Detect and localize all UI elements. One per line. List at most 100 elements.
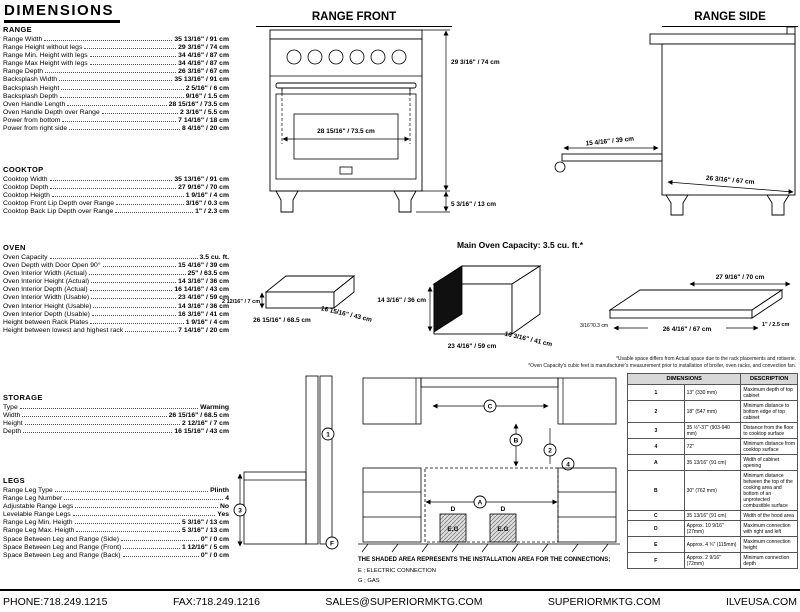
- table-cell-dimension: Approx. 10 9/16" (27mm): [683, 520, 742, 537]
- capacity-drawings: 2 12/16" / 7 cm 26 15/16" / 68.5 cm 16 1…: [222, 265, 791, 350]
- spec-label: Cooktop Heigth: [3, 192, 50, 200]
- spec-row: Range Height without legs 29 3/16" / 74 …: [3, 44, 229, 52]
- dotted-leader: [93, 306, 177, 308]
- spec-label: Oven Interior Height (Actual): [3, 278, 90, 286]
- side-leg-back: [766, 194, 790, 216]
- spec-value: 5 3/16" / 13 cm: [181, 519, 229, 527]
- dotted-leader: [62, 120, 177, 122]
- spec-label: Height: [3, 420, 23, 428]
- table-cell-ref: A: [627, 454, 685, 471]
- spec-label: Space Between Leg and Range (Side): [3, 535, 120, 543]
- table-cell-description: Minimum distance to bottom edge of top c…: [740, 400, 798, 423]
- spec-value: 16 15/16" / 43 cm: [174, 428, 229, 436]
- table-cell-dimension: 18" (547 mm): [683, 400, 742, 423]
- dotted-leader: [45, 72, 177, 74]
- dim-oven-width: 23 4/16" / 59 cm: [448, 343, 497, 350]
- shaded-area-2: [489, 513, 517, 543]
- dotted-leader: [123, 547, 180, 549]
- table-row: E Approx. 4 ¾" (115mm) Maximum connectio…: [627, 536, 798, 553]
- spec-value: 35 13/16" / 91 cm: [174, 36, 229, 43]
- spec-row: Oven Handle Depth over Range 2 3/16" / 5…: [3, 109, 229, 117]
- section-title-range: RANGE: [3, 25, 33, 34]
- table-cell-ref: 4: [627, 438, 685, 455]
- dotted-leader: [67, 104, 167, 106]
- table-row: 4 72" Minimum distance from cooktop surf…: [627, 438, 798, 455]
- storage-drawer-drawing: 2 12/16" / 7 cm 26 15/16" / 68.5 cm 16 1…: [222, 275, 373, 324]
- table-cell-description: Width of the hood area: [740, 510, 798, 521]
- table-cell-ref: B: [627, 470, 685, 511]
- spec-row: Cooktop Depth 27 9/16" / 70 cm: [3, 184, 229, 192]
- dim-oven-depth: 16 3/16" / 41 cm: [504, 331, 553, 349]
- dotted-leader: [76, 531, 180, 533]
- spec-row: Space Between Leg and Range (Back) 0" / …: [3, 552, 229, 560]
- spec-value: Plinth: [210, 487, 229, 494]
- table-cell-dimension: 72": [683, 438, 742, 455]
- spec-value: 26 15/16" / 68.5 cm: [168, 412, 229, 420]
- spec-value: Warming: [200, 404, 229, 411]
- dotted-leader: [91, 314, 177, 316]
- dotted-leader: [116, 204, 184, 206]
- spec-value: 23 4/16" / 59 cm: [178, 294, 229, 302]
- spec-label: Levelable Range Legs: [3, 511, 71, 519]
- spec-value: 2 5/16" / 6 cm: [185, 84, 229, 92]
- footer-email: SALES@SUPERIORMKTG.COM: [325, 595, 483, 608]
- dotted-leader: [84, 48, 177, 50]
- spec-row: Space Between Leg and Range (Front) 1 12…: [3, 544, 229, 552]
- oven-cavity-panel: [433, 265, 463, 333]
- table-cell-description: Width of cabinet opening: [740, 454, 798, 471]
- spec-value: 29 3/16" / 74 cm: [178, 44, 229, 52]
- dim-door-open: 15 4/16" / 39 cm: [585, 135, 634, 147]
- section-title-oven: OVEN: [3, 243, 26, 252]
- table-cell-description: Minimum connection depth: [740, 552, 798, 569]
- spec-value: 1 9/16" / 4 cm: [185, 318, 229, 326]
- install-note-electric: E ; ELECTRIC CONNECTION: [358, 568, 436, 574]
- spec-value: 35 13/16" / 91 cm: [174, 176, 229, 183]
- table-row: B 30" (762 mm) Minimum distance between …: [627, 470, 798, 511]
- spec-row: Height between lowest and highest rack 7…: [3, 327, 229, 335]
- door-hinge-wheel: [554, 161, 566, 173]
- dim-drawer-height: 2 12/16" / 7 cm: [222, 299, 260, 305]
- spec-label: Oven Interior Depth (Usable): [3, 310, 90, 318]
- table-row: C 35 13/16" (91 cm) Width of the hood ar…: [627, 510, 798, 521]
- spec-row: Range Width 35 13/16" / 91 cm: [3, 36, 229, 44]
- spec-rows-oven: Oven Capacity 3.5 cu. ft. Oven Depth wit…: [3, 254, 229, 335]
- spec-value: 5 3/16" / 13 cm: [181, 527, 229, 535]
- dim-handle-length: 28 15/16" / 73.5 cm: [317, 128, 375, 135]
- table-cell-dimension: 35 13/16" (91 cm): [683, 510, 742, 521]
- footer-website: SUPERIORMKTG.COM: [547, 595, 661, 608]
- spec-label: Range Min. Height with legs: [3, 52, 88, 60]
- spec-row: Depth 16 15/16" / 43 cm: [3, 428, 229, 436]
- install-dimensions-table: DIMENSIONS DESCRIPTION 1 13" (330 mm) Ma…: [626, 373, 798, 569]
- dim-oven-height: 14 3/16" / 36 cm: [377, 297, 426, 304]
- dotted-leader: [49, 180, 173, 181]
- install-ref-eg2: E.G: [497, 526, 508, 533]
- install-ref-2: 2: [548, 448, 552, 455]
- table-cell-description: Minimum distance between the top of the …: [740, 470, 798, 511]
- install-ref-f: F: [330, 541, 334, 548]
- table-body: 1 13" (330 mm) Maximum depth of top cabi…: [627, 384, 798, 569]
- spec-value: 1 9/16" / 4 cm: [185, 192, 229, 200]
- table-cell-ref: E: [627, 536, 685, 553]
- spec-row: Backsplash Depth 9/16" / 1.5 cm: [3, 93, 229, 101]
- dotted-leader: [90, 322, 184, 324]
- spec-label: Oven Interior Width (Usable): [3, 294, 90, 302]
- range-front-drawing: 28 15/16" / 73.5 cm 29 3/16" / 74 cm 5 3…: [269, 29, 500, 213]
- table-row: A 35 13/16" (91 cm) Width of cabinet ope…: [627, 454, 798, 471]
- spec-row: Space Between Leg and Range (Side) 0" / …: [3, 536, 229, 544]
- shaded-area-1: [439, 513, 467, 543]
- spec-label: Range Leg Type: [3, 487, 53, 494]
- dotted-leader: [50, 188, 177, 190]
- spec-row: Range Leg Max. Heigth 5 3/16" / 13 cm: [3, 527, 229, 535]
- section-oven: OVEN Oven Capacity 3.5 cu. ft. Oven Dept…: [3, 243, 229, 335]
- dim-drawer-depth: 16 15/16" / 43 cm: [320, 305, 373, 324]
- cooktop-drawing: 27 9/16" / 70 cm 26 4/16" / 67 cm 1" / 2…: [580, 274, 791, 333]
- section-title-legs: LEGS: [3, 476, 26, 485]
- control-knobs: [286, 49, 407, 65]
- footer-brand-site: ILVEUSA.COM: [725, 595, 797, 608]
- spec-label: Width: [3, 412, 21, 420]
- spec-label: Oven Handle Depth over Range: [3, 108, 100, 116]
- spec-row: Oven Interior Height (Usable) 14 3/16" /…: [3, 303, 229, 311]
- dotted-leader: [59, 80, 173, 82]
- dotted-leader: [23, 432, 173, 434]
- range-side-drawing: 15 4/16" / 39 cm 26 3/16" / 67 cm: [554, 26, 796, 216]
